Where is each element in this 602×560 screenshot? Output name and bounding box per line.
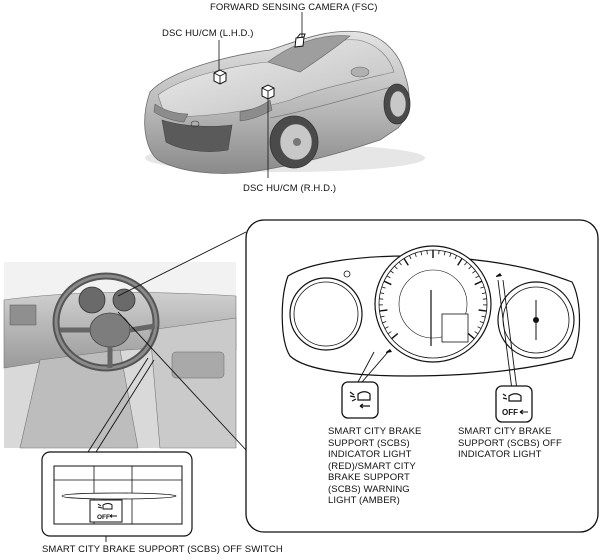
speedometer-tick <box>474 280 483 286</box>
speedometer-tick <box>474 331 479 335</box>
speedometer-tick <box>481 292 486 294</box>
speedometer-tick <box>464 261 468 266</box>
speedometer-tick <box>472 270 476 274</box>
speedometer-tick <box>468 265 472 270</box>
speedometer-tick <box>383 280 392 286</box>
speedometer-ticks <box>379 250 487 340</box>
speedometer-tick <box>391 333 399 340</box>
speedometer-tick <box>379 309 388 312</box>
speedometer-tick <box>457 258 463 266</box>
speedometer-tick <box>481 315 486 318</box>
speedometer-tick <box>381 286 386 289</box>
speedometer-tick <box>387 331 392 335</box>
scbs-off-switch-text: OFF <box>97 514 110 521</box>
scbs-off-indicator-icon: OFF <box>495 385 533 423</box>
speedometer-tick <box>380 315 385 318</box>
label-scbs-off-switch: SMART CITY BRAKE SUPPORT (SCBS) OFF SWIT… <box>42 544 283 555</box>
speedometer-tick <box>403 258 409 266</box>
speedometer-tick <box>443 251 446 256</box>
speedometer-tick <box>475 275 480 279</box>
speedometer-tick <box>414 252 417 258</box>
speedometer-tick <box>380 292 385 294</box>
label-dsc-rhd: DSC HU/CM (R.H.D.) <box>243 183 337 194</box>
speedometer-tick <box>394 265 398 270</box>
interior-illustration <box>3 262 237 449</box>
label-fsc: FORWARD SENSING CAMERA (FSC) <box>210 2 378 13</box>
instrument-cluster <box>281 245 581 377</box>
speedometer-tick <box>479 321 484 324</box>
scbs-indicator-icon <box>341 381 379 419</box>
speedometer-tick <box>467 333 475 340</box>
speedometer-tick <box>390 270 394 274</box>
switch-panel-detail <box>53 465 183 525</box>
speedometer-tick <box>480 286 485 289</box>
scbs-off-indicator-text: OFF <box>502 408 518 417</box>
label-dsc-lhd: DSC HU/CM (L.H.D.) <box>162 28 254 39</box>
speedometer-tick <box>478 309 487 312</box>
indicator-leaders <box>357 279 518 391</box>
dsc-lhd-cube-icon <box>213 69 227 85</box>
cluster-leader <box>117 231 247 451</box>
label-scbs-indicator: SMART CITY BRAKE SUPPORT (SCBS) INDICATO… <box>328 426 422 506</box>
dsc-rhd-cube-icon <box>261 84 275 100</box>
speedometer-tick <box>477 326 482 329</box>
speedometer-tick <box>420 251 423 256</box>
speedometer-tick <box>398 261 402 266</box>
speedometer-tick <box>384 326 389 329</box>
label-scbs-off-indicator: SMART CITY BRAKE SUPPORT (SCBS) OFF INDI… <box>458 426 562 460</box>
speedometer-tick <box>382 321 387 324</box>
scbs-off-switch-icon: OFF <box>97 503 117 521</box>
car-illustration <box>144 30 425 174</box>
speedometer-tick <box>449 252 452 258</box>
leader-lines-top <box>218 12 303 178</box>
fsc-camera-icon <box>294 33 306 48</box>
speedometer-tick <box>386 275 391 279</box>
speedometer-tick <box>408 255 412 260</box>
speedometer-tick <box>454 255 458 260</box>
